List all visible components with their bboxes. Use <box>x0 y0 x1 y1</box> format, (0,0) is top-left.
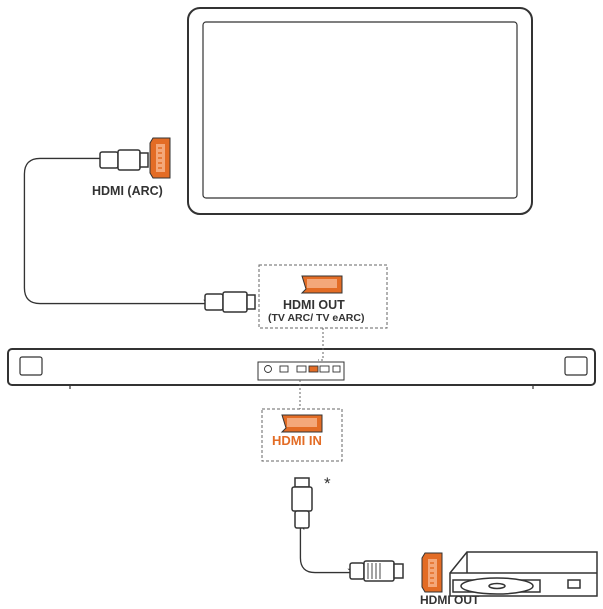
hdmi-plug-icon <box>291 477 313 529</box>
hdmi-plug-icon <box>204 291 256 313</box>
soundbar-hdmi-out-label: HDMI OUT <box>283 298 345 312</box>
hdmi-plug-icon <box>99 149 149 171</box>
tv-to-soundbar-cable <box>23 149 256 313</box>
player-hdmi-out-port-icon <box>421 552 443 593</box>
cable-footnote-mark: * <box>324 474 331 493</box>
hdmi-in-callout <box>261 408 343 462</box>
soundbar-to-player-cable <box>291 477 404 582</box>
port-leader-lines <box>299 328 324 409</box>
tv-hdmi-arc-label: HDMI (ARC) <box>92 184 163 198</box>
soundbar-icon <box>7 348 596 389</box>
player-hdmi-out-label: HDMI OUT <box>420 593 480 607</box>
soundbar-hdmi-out-sublabel: (TV ARC/ TV eARC) <box>268 312 365 324</box>
tv-icon <box>187 7 533 215</box>
soundbar-hdmi-in-label: HDMI IN <box>272 433 322 448</box>
hdmi-plug-icon <box>349 560 404 582</box>
hdmi-port-icon <box>300 275 343 294</box>
media-player-icon <box>449 551 598 597</box>
tv-hdmi-arc-port-icon <box>149 137 171 179</box>
hdmi-port-icon <box>280 414 323 433</box>
hdmi-out-callout <box>258 264 388 329</box>
